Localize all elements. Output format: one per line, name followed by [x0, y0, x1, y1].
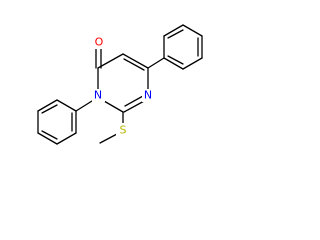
phenyl-n3-edge-4: [37, 132, 58, 145]
atom-oxygen: O: [92, 36, 106, 49]
phenyl-c6-edge-2: [163, 24, 184, 37]
n3-label: N: [94, 89, 102, 102]
phenyl-n3-edge-1: [56, 99, 77, 112]
bond-c5-c6-inner: [123, 58, 145, 71]
bond-n3-phenyl: [75, 100, 93, 112]
atom-n1: N: [142, 89, 155, 102]
bond-c4-c5: [97, 53, 124, 69]
pyrimidinone-ring: [97, 53, 149, 113]
phenyl-n3-inner-2: [41, 130, 58, 140]
phenyl-c6-edge-5: [182, 57, 203, 70]
bond-s-ch3: [99, 133, 118, 144]
phenyl-c6-inner-3: [167, 55, 184, 65]
phenyl-ring-c6: [147, 24, 203, 70]
bond-n1-c2-inner: [124, 95, 144, 107]
structure-svg: O N N S: [37, 24, 203, 145]
phenyl-c6-edge-3: [182, 24, 203, 37]
bond-c6-phenyl: [147, 57, 165, 69]
atom-n3: N: [92, 89, 105, 102]
molecule-diagram: O N N S: [0, 0, 225, 161]
bond-c2-n3: [103, 100, 124, 113]
n1-label: N: [144, 89, 152, 102]
phenyl-c6-inner-1: [167, 29, 184, 39]
phenyl-c6-edge-6: [163, 57, 184, 70]
carbonyl-group: [95, 47, 102, 69]
phenyl-ring-n3: [37, 99, 93, 145]
phenyl-n3-edge-2: [37, 99, 58, 112]
bond-c5-c6: [122, 53, 149, 69]
atom-sulfur: S: [116, 123, 130, 137]
phenyl-n3-edge-5: [56, 132, 77, 145]
sulfur-label: S: [120, 124, 127, 137]
phenyl-n3-inner-1: [41, 104, 58, 114]
oxygen-label: O: [95, 36, 104, 49]
